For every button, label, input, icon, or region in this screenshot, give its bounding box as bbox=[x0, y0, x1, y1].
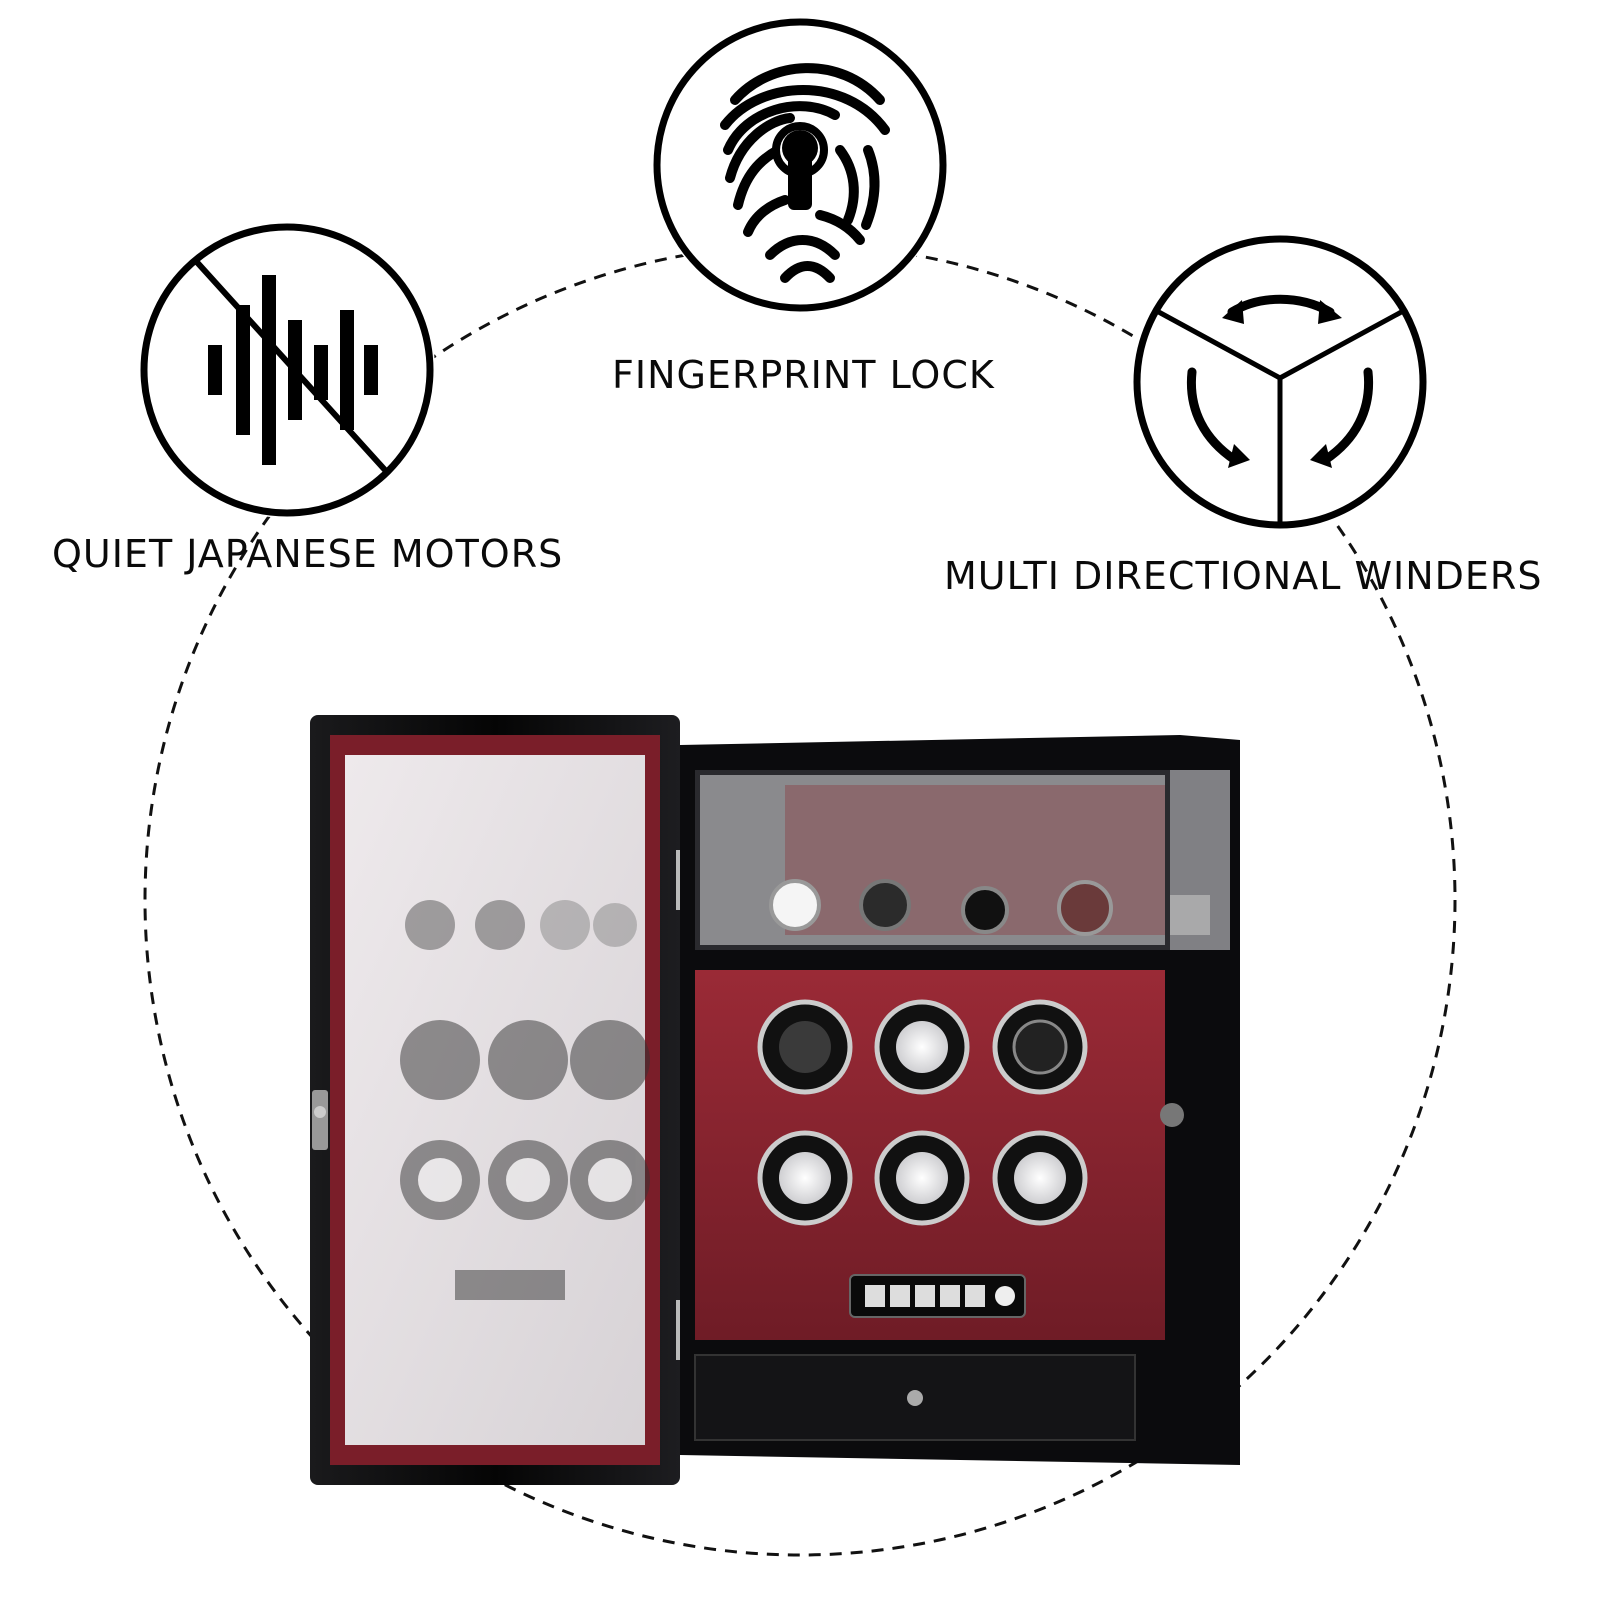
fingerprint-lock-label: FINGERPRINT LOCK bbox=[612, 353, 995, 397]
muted-soundwave-icon bbox=[140, 223, 434, 517]
watch-winder-slots bbox=[757, 999, 1088, 1226]
open-glass-door bbox=[310, 715, 680, 1485]
multi-directional-label: MULTI DIRECTIONAL WINDERS bbox=[944, 554, 1543, 598]
bottom-drawer bbox=[694, 1103, 1184, 1441]
control-panel bbox=[849, 1274, 1026, 1318]
quiet-motors-label: QUIET JAPANESE MOTORS bbox=[52, 532, 564, 576]
fingerprint-lock-icon bbox=[653, 18, 947, 312]
rotation-arrows-icon bbox=[1133, 235, 1427, 529]
top-shelf-watches bbox=[769, 879, 1210, 936]
dashed-connector-circle bbox=[143, 243, 1457, 1557]
